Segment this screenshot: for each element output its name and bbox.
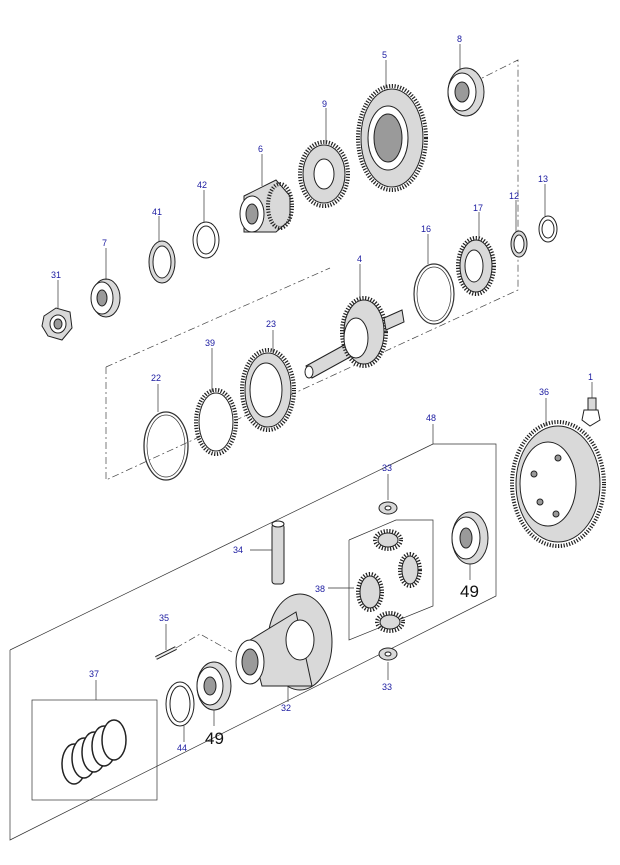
upper-shaft-group-divider	[105, 267, 331, 368]
bearing-part-49-left	[196, 661, 232, 711]
large-gear-part-5	[356, 84, 428, 192]
callout-37: 37	[89, 669, 99, 679]
callout-34: 34	[233, 545, 243, 555]
callout-7: 7	[102, 238, 107, 248]
callout-42: 42	[197, 180, 207, 190]
differential-group-top-edge	[9, 443, 434, 651]
bearing-part-7	[90, 278, 121, 318]
callout-33-top: 33	[382, 463, 392, 473]
callout-44: 44	[177, 743, 187, 753]
callout-32: 32	[281, 703, 291, 713]
synchro-ring-part-23	[240, 348, 296, 432]
callout-1: 1	[588, 372, 593, 382]
washer-part-44	[165, 681, 195, 727]
thrust-washer-part-33-bottom	[378, 647, 398, 661]
spring-washer-stack-part-37	[61, 719, 127, 785]
callout-22: 22	[151, 373, 161, 383]
ring-part-39	[194, 388, 238, 456]
callout-36: 36	[539, 387, 549, 397]
callout-38: 38	[315, 584, 325, 594]
callout-13: 13	[538, 174, 548, 184]
callout-39: 39	[205, 338, 215, 348]
gear-part-6	[239, 179, 294, 233]
differential-group-outline	[9, 443, 497, 841]
callout-8: 8	[457, 34, 462, 44]
sprocket-part-9	[298, 140, 350, 208]
bearing-part-49-right	[451, 511, 489, 565]
differential-case-part-32	[235, 593, 333, 691]
thrust-washer-part-33-top	[378, 501, 398, 515]
spring-group-box	[31, 699, 158, 801]
ring-part-41	[148, 240, 176, 284]
ring-part-12	[510, 230, 528, 258]
callout-41: 41	[152, 207, 162, 217]
pin-part-34	[271, 520, 285, 585]
callout-12: 12	[509, 191, 519, 201]
snap-ring-part-22	[143, 411, 189, 481]
pinion-gear-part-38	[356, 529, 422, 633]
snap-ring-part-16	[413, 263, 455, 325]
shaft-part-4	[304, 296, 405, 379]
callout-4: 4	[357, 254, 362, 264]
washer-part-13	[538, 215, 558, 243]
callout-49-right: 49	[460, 582, 479, 601]
synchro-hub-part-17	[456, 236, 496, 296]
side-gear-group-box	[348, 519, 434, 641]
callout-23: 23	[266, 319, 276, 329]
callout-48: 48	[426, 413, 436, 423]
callout-16: 16	[421, 224, 431, 234]
bolt-part-1	[581, 397, 601, 427]
callout-17: 17	[473, 203, 483, 213]
callout-9: 9	[322, 99, 327, 109]
washer-part-42	[192, 221, 220, 259]
nut-part-31	[41, 307, 73, 341]
callout-49-left: 49	[205, 729, 224, 748]
pin-part-35	[155, 646, 177, 660]
callout-5: 5	[382, 50, 387, 60]
leader-lines	[57, 44, 593, 742]
upper-shaft-group-outline	[105, 59, 519, 481]
callout-6: 6	[258, 144, 263, 154]
bearing-part-8	[447, 67, 485, 117]
ring-gear-part-36	[510, 420, 606, 548]
callout-33-bottom: 33	[382, 682, 392, 692]
callout-31: 31	[51, 270, 61, 280]
callout-35: 35	[159, 613, 169, 623]
pin-35-guide	[175, 633, 233, 653]
